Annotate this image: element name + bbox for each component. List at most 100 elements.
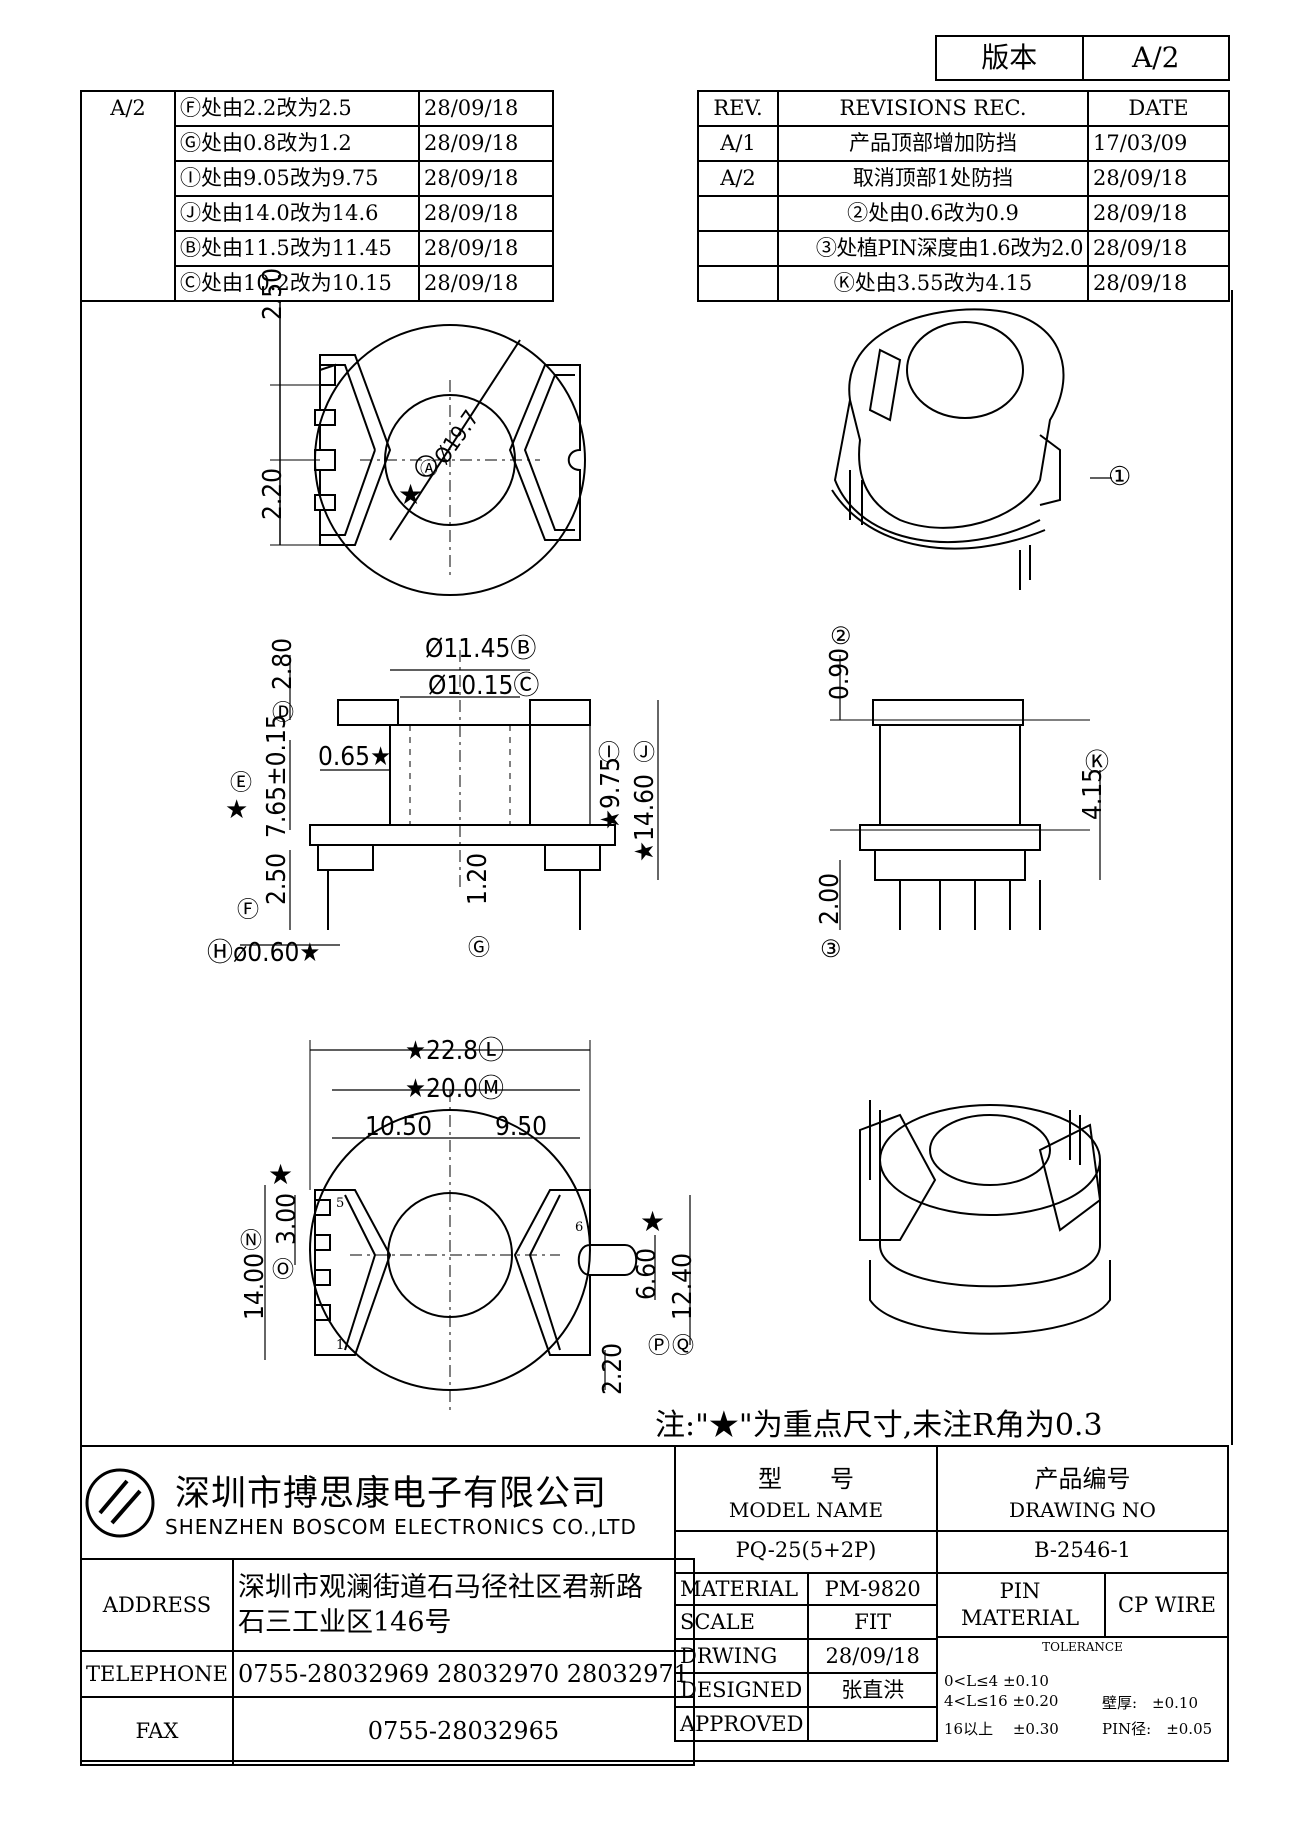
company-logo-icon: [85, 1468, 155, 1538]
right-rev-id: A/2: [697, 160, 779, 197]
mark-p: Ⓟ: [648, 1334, 671, 1359]
front-base: [309, 824, 616, 846]
designed-value: 张直洪: [807, 1672, 938, 1708]
drawing-label-cn: 产品编号: [1034, 1465, 1131, 1493]
model-label-en: MODEL NAME: [728, 1498, 884, 1522]
iso2-right-flange: [1038, 1123, 1102, 1232]
wall-tolerance: 壁厚: ±0.10: [1102, 1694, 1199, 1712]
dim-975: ★9.75: [596, 756, 626, 830]
mark-f: Ⓕ: [237, 898, 260, 923]
front-base-left-block: [317, 844, 374, 871]
left-rev-date: 28/09/18: [418, 265, 554, 302]
version-label: 版本: [935, 35, 1084, 81]
star-bottom-right: ★: [640, 1205, 666, 1238]
left-rev-id: A/2: [80, 90, 176, 302]
left-rev-date: 28/09/18: [418, 90, 554, 127]
iso2-bore: [929, 1114, 1051, 1186]
address-label: ADDRESS: [80, 1558, 234, 1652]
side-base-lower: [874, 849, 1026, 881]
drawing-no-value: B-2546-1: [1034, 1538, 1131, 1562]
star-bottom-left: ★: [268, 1158, 294, 1191]
note-text: 注:"★"为重点尺寸,未注R角为0.3: [655, 1408, 1103, 1443]
front-base-right-block: [544, 844, 601, 871]
telephone-value: 0755-28032969 28032970 28032971: [231, 1650, 695, 1698]
dim-660: 6.60: [632, 1247, 662, 1300]
dim-220-bottom: 2.20: [598, 1342, 628, 1395]
iso-bore: [906, 321, 1024, 419]
dim-pin: Ⓗø0.60★: [207, 938, 321, 968]
top-diameter-line: [389, 339, 521, 541]
dim-065: 0.65★: [318, 742, 392, 772]
bottom-right-flange-inner: [528, 1194, 561, 1351]
mark-n: Ⓝ: [240, 1229, 263, 1254]
left-rev-text: Ⓖ处由0.8改为1.2: [174, 125, 420, 162]
mark-3: ③: [820, 935, 842, 963]
iso2-left-flange: [859, 1113, 937, 1241]
left-rev-text: Ⓕ处由2.2改为2.5: [174, 90, 420, 127]
material-label: MATERIAL: [673, 1572, 810, 1606]
top-left-notch: [320, 449, 336, 471]
right-rev-date: 28/09/18: [1087, 195, 1230, 232]
model-value: PQ-25(5+2P): [674, 1530, 938, 1572]
pin-material-label: PIN MATERIAL: [936, 1574, 1106, 1636]
dim-228: ★22.8Ⓛ: [405, 1036, 505, 1066]
side-view: [830, 655, 1101, 930]
right-rev-text: 取消顶部1处防挡: [777, 160, 1089, 197]
model-label-cell: 型 号 MODEL NAME: [674, 1445, 938, 1532]
left-rev-date: 28/09/18: [418, 195, 554, 232]
right-rev-text: Ⓚ处由3.55改为4.15: [777, 265, 1089, 302]
dim-1050: 10.50: [365, 1112, 432, 1142]
iso-view-bottom: [859, 1100, 1111, 1335]
mark-g: Ⓖ: [468, 936, 491, 961]
tol-3: 16以上 ±0.30: [944, 1720, 1059, 1738]
dim-765: 7.65±0.15: [262, 714, 292, 838]
top-left-notch: [320, 494, 336, 511]
bottom-left-flange-inner: [344, 1194, 377, 1351]
version-box: 版本 A/2: [935, 35, 1230, 81]
left-rev-text: Ⓒ处由10.2改为10.15: [174, 265, 420, 302]
fax-label: FAX: [80, 1696, 234, 1766]
rec-header: REVISIONS REC.: [777, 90, 1089, 127]
dim-d-c: Ø10.15Ⓒ: [428, 671, 540, 701]
technical-drawing: [240, 300, 1112, 1415]
iso-callout-1: ①: [1108, 462, 1132, 492]
left-rev-text: Ⓑ处由11.5改为11.45: [174, 230, 420, 267]
mark-q: Ⓠ: [672, 1334, 695, 1359]
dim-280: 2.80: [268, 637, 298, 690]
right-rev-date: 28/09/18: [1087, 160, 1230, 197]
left-rev-row: A/2 Ⓕ处由2.2改为2.5 28/09/18: [80, 90, 554, 302]
address-line-1: 深圳市观澜街道石马径社区君新路: [237, 1571, 643, 1603]
pin-label-1: 1: [336, 1338, 345, 1353]
rev-header: REV.: [697, 90, 779, 127]
contact-table: ADDRESS 深圳市观澜街道石马径社区君新路石三工业区146号 TELEPHO…: [80, 1558, 695, 1766]
address-cell: 深圳市观澜街道石马径社区君新路石三工业区146号: [231, 1558, 695, 1652]
right-rev-date: 17/03/09: [1087, 125, 1230, 162]
tolerance-label: TOLERANCE: [1042, 1640, 1123, 1654]
drawing-label-en: DRAWING NO: [1009, 1498, 1156, 1522]
tol-1: 0<L≤4 ±0.10: [944, 1672, 1049, 1690]
mark-a-circle: [415, 455, 437, 477]
bottom-left-flange: [314, 1189, 392, 1356]
version-value: A/2: [1081, 35, 1230, 81]
bottom-right-flange: [513, 1189, 591, 1356]
drwing-value: 28/09/18: [807, 1638, 938, 1674]
mark-j: Ⓙ: [633, 741, 656, 766]
dim-1240: 12.40: [668, 1253, 698, 1320]
right-rev-text: ②处由0.6改为0.9: [777, 195, 1089, 232]
mark-d: Ⓓ: [272, 701, 295, 726]
side-core: [879, 724, 1021, 826]
right-rev-id: [697, 230, 779, 267]
dim-d-b: Ø11.45Ⓑ: [425, 634, 537, 664]
front-top-flange-left: [337, 699, 399, 726]
left-rev-date: 28/09/18: [418, 125, 554, 162]
right-rev-text: 产品顶部增加防挡: [777, 125, 1089, 162]
dim-250-top: 2.50: [258, 267, 288, 320]
